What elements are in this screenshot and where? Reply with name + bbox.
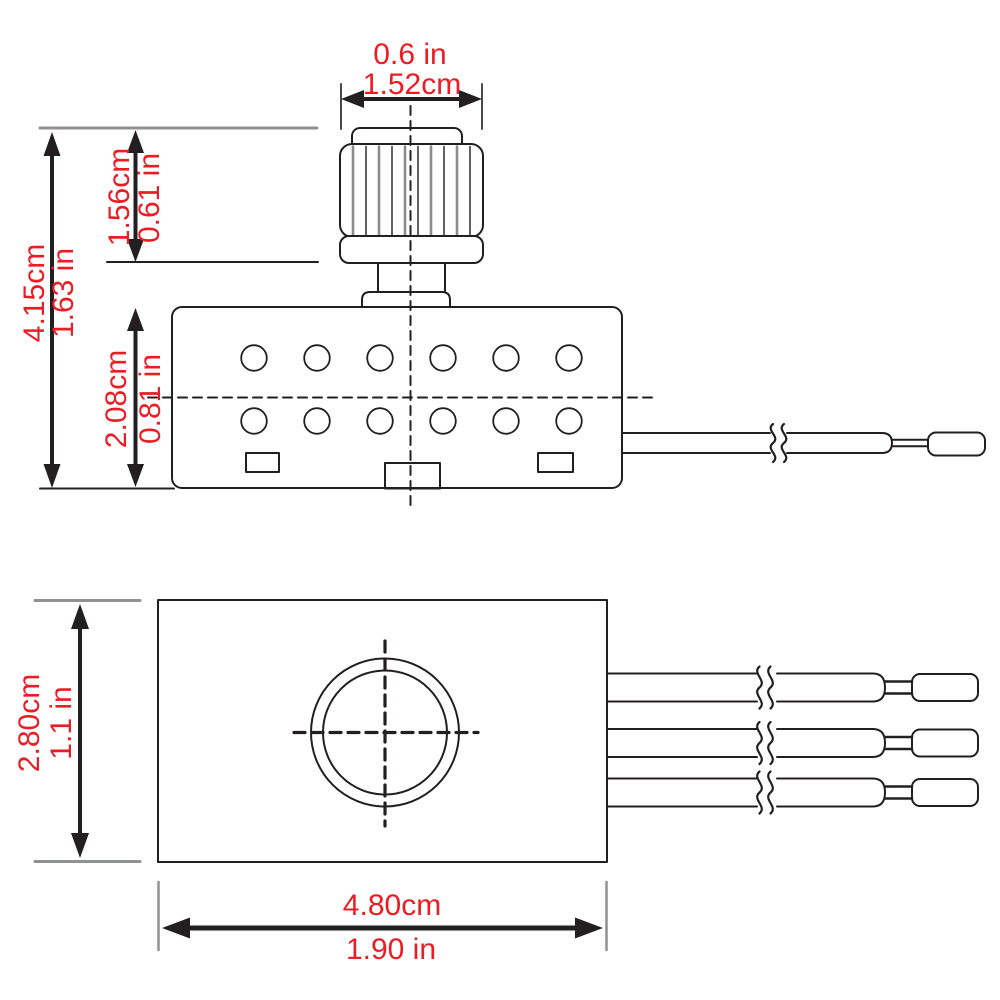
dim-label-plate-height-cm: 2.80cm <box>13 673 46 773</box>
contact-hole <box>492 344 520 372</box>
dimension-total-height <box>43 132 61 488</box>
wire-2 <box>606 720 979 766</box>
knob-flange <box>361 291 451 308</box>
wire-3 <box>606 770 979 815</box>
contact-hole <box>492 407 520 435</box>
wire-terminal <box>927 431 986 457</box>
dimension-plate-width <box>157 880 608 952</box>
contact-hole <box>555 344 583 372</box>
contact-hole <box>555 407 583 435</box>
dim-label-body-height-in: 0.81 in <box>134 353 167 445</box>
dim-label-body-height-cm: 2.08cm <box>100 349 133 449</box>
contact-hole <box>240 407 268 435</box>
contact-hole <box>240 344 268 372</box>
break-symbol <box>767 720 774 766</box>
dimension-body-height <box>127 308 144 487</box>
slot-left <box>245 452 280 473</box>
dimension-plate-height <box>33 599 142 863</box>
contact-hole <box>303 407 331 435</box>
dim-label-plate-width-in: 1.90 in <box>345 933 437 966</box>
wire-terminal <box>911 778 979 807</box>
wire-terminal <box>911 728 979 758</box>
break-symbol <box>769 422 777 464</box>
knurl-lines <box>351 145 471 237</box>
wire-side <box>621 422 986 464</box>
mounting-tab <box>384 462 441 490</box>
dim-label-plate-height-in: 1.1 in <box>45 686 78 760</box>
dim-label-total-height-cm: 4.15cm <box>18 243 51 343</box>
dim-label-knob-width-cm: 1.52cm <box>362 68 462 101</box>
wire-1 <box>606 665 979 710</box>
plate <box>157 599 608 863</box>
wire-terminal <box>911 673 979 702</box>
dim-label-plate-width-cm: 4.80cm <box>342 889 442 922</box>
contact-holes <box>240 344 583 435</box>
side-view <box>38 83 986 511</box>
dim-label-knob-height-cm: 1.56cm <box>103 147 136 247</box>
break-symbol <box>756 665 763 710</box>
contact-hole <box>429 344 457 372</box>
dimension-knob-height <box>127 130 144 262</box>
top-view <box>33 599 979 952</box>
knob-side <box>339 127 484 308</box>
dimension-knob-width <box>340 83 483 130</box>
break-symbol <box>767 665 774 710</box>
contact-hole <box>303 344 331 372</box>
dim-label-total-height-in: 1.63 in <box>47 247 80 339</box>
break-symbol <box>756 720 763 766</box>
slot-right <box>537 452 574 473</box>
break-symbol <box>756 770 763 815</box>
dim-label-knob-height-in: 0.61 in <box>133 152 166 244</box>
dim-label-knob-width-in: 0.6 in <box>373 38 447 71</box>
break-symbol <box>780 422 788 464</box>
contact-hole <box>366 344 394 372</box>
contact-hole <box>366 407 394 435</box>
break-symbol <box>767 770 774 815</box>
contact-hole <box>429 407 457 435</box>
